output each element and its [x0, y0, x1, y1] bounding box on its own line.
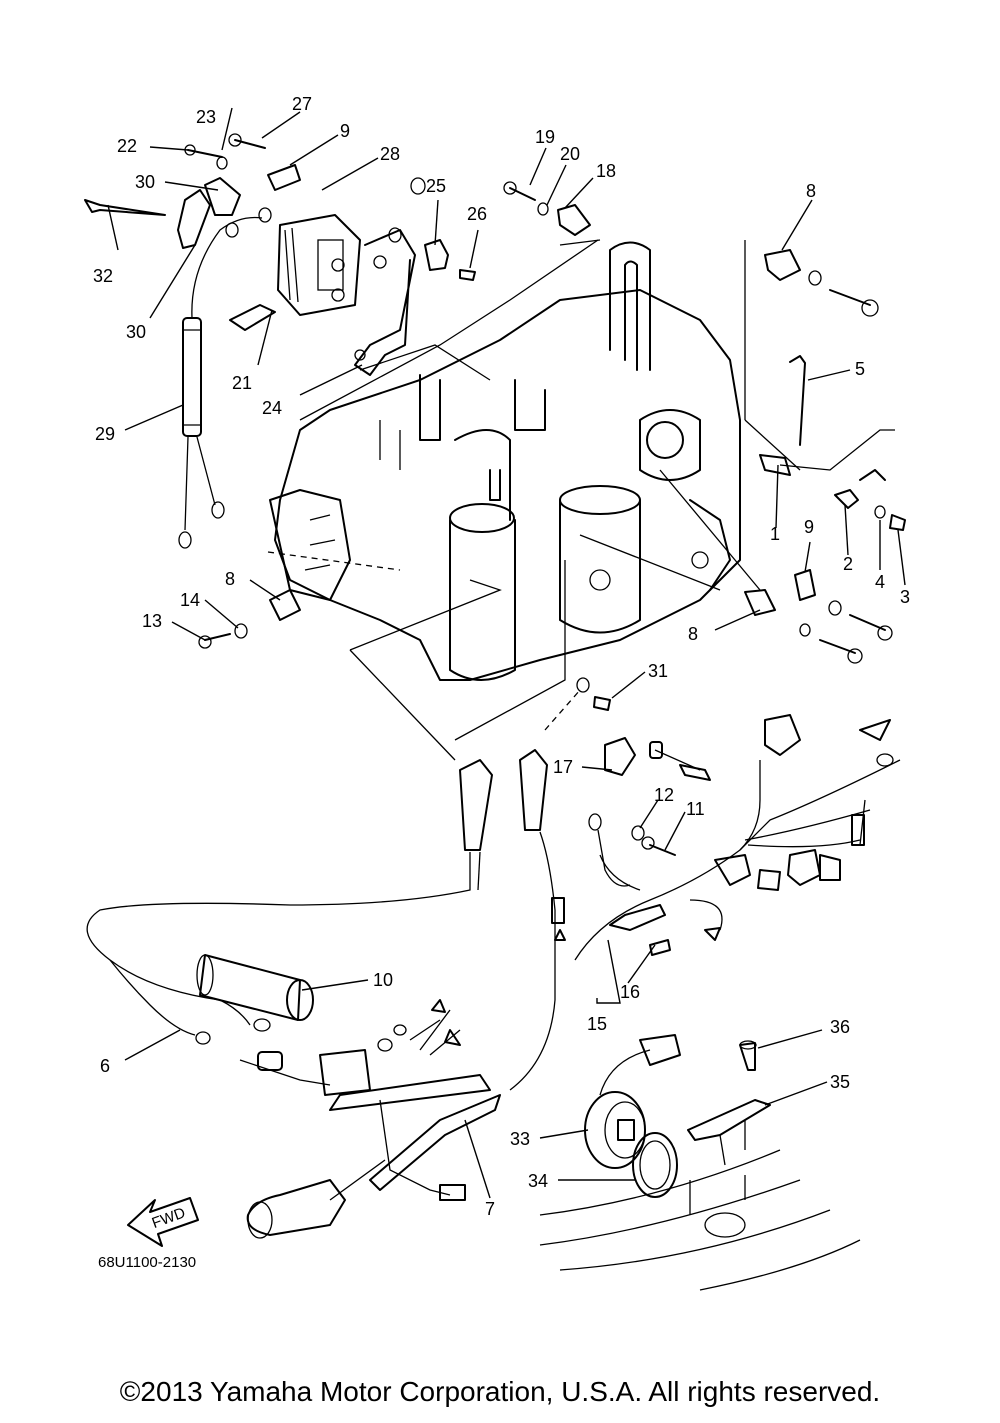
cowling-outline: [539, 1149, 861, 1291]
callout-28: 28: [380, 144, 400, 164]
callout-14: 14: [180, 590, 200, 610]
callout-25: 25: [426, 176, 446, 196]
callout-1: 1: [770, 524, 780, 544]
callout-8-top: 8: [806, 181, 816, 201]
callout-19: 19: [535, 127, 555, 147]
callout-33: 33: [510, 1129, 530, 1149]
leader-lines: [107, 107, 906, 1199]
copyright-footer: ©2013 Yamaha Motor Corporation, U.S.A. A…: [119, 1376, 881, 1407]
callout-20: 20: [560, 144, 580, 164]
callout-13: 13: [142, 611, 162, 631]
callout-3: 3: [900, 587, 910, 607]
main-harness-7: [239, 999, 501, 1239]
callout-27: 27: [292, 94, 312, 114]
engine-block: [269, 241, 741, 681]
callout-24: 24: [262, 398, 282, 418]
callout-31: 31: [648, 661, 668, 681]
callout-2: 2: [843, 554, 853, 574]
callout-6: 6: [100, 1056, 110, 1076]
callout-8-right: 8: [688, 624, 698, 644]
reference-lines: [267, 239, 801, 761]
fwd-arrow: FWD: [127, 1197, 199, 1247]
ignition-coil-29: [178, 216, 263, 549]
upper-harness: [574, 714, 901, 961]
sleeve-10: [196, 954, 314, 1021]
callout-8-left: 8: [225, 569, 235, 589]
callout-30-top: 30: [135, 172, 155, 192]
ring-34: [632, 1132, 678, 1198]
callout-29: 29: [95, 424, 115, 444]
hardware-right-top: [759, 249, 906, 531]
callout-17: 17: [553, 757, 573, 777]
callout-26: 26: [467, 204, 487, 224]
callout-9-top: 9: [340, 121, 350, 141]
callout-34: 34: [528, 1171, 548, 1191]
hardware-right-middle: [744, 569, 893, 664]
callout-30-bottom: 30: [126, 322, 146, 342]
callout-23: 23: [196, 107, 216, 127]
callout-11: 11: [686, 799, 705, 819]
callout-15: 15: [587, 1014, 607, 1034]
bracket-24: [354, 229, 416, 376]
callout-4: 4: [875, 572, 885, 592]
callout-22: 22: [117, 136, 137, 156]
hardware-18-20: [503, 181, 591, 236]
hardware-11-12-17: [588, 737, 676, 887]
hardware-left-middle: [198, 589, 611, 711]
callout-21: 21: [232, 373, 252, 393]
small-hardware-top-left: [184, 133, 476, 281]
callout-numbers: 1 2 3 4 5 6 7 8 8 8 9 9 10 11 12 13 14 1…: [93, 94, 910, 1219]
callout-36: 36: [830, 1017, 850, 1037]
wiring-harness: [86, 749, 566, 1091]
callout-35: 35: [830, 1072, 850, 1092]
callout-7: 7: [485, 1199, 495, 1219]
callout-9-right: 9: [804, 517, 814, 537]
bracket-35-screw-36: [687, 1040, 771, 1166]
cable-tie-32: [84, 199, 166, 216]
callout-32: 32: [93, 266, 113, 286]
callout-18: 18: [596, 161, 616, 181]
callout-10: 10: [373, 970, 393, 990]
diagram-reference-code: 68U1100-2130: [98, 1254, 196, 1271]
callout-12: 12: [654, 785, 674, 805]
cdi-unit: [229, 214, 361, 331]
callout-16: 16: [620, 982, 640, 1002]
callout-5: 5: [855, 359, 865, 379]
fwd-label: FWD: [150, 1204, 188, 1232]
